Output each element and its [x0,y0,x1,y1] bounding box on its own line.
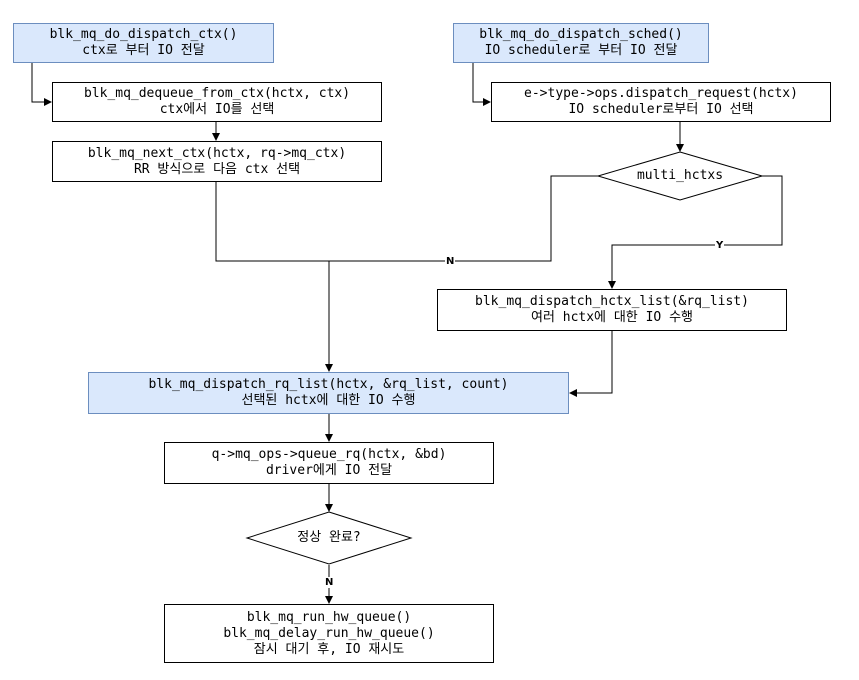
dispatch-hctx-list-func: blk_mq_dispatch_hctx_list(&rq_list) [475,294,749,309]
dispatch-rq-list-box: blk_mq_dispatch_rq_list(hctx, &rq_list, … [88,372,569,414]
dispatch-hctx-list-desc: 여러 hctx에 대한 IO 수행 [531,310,693,325]
dispatch-request-func: e->type->ops.dispatch_request(hctx) [524,86,798,101]
edge-multi-hctxs-yes [608,175,783,289]
next-ctx-desc: RR 방식으로 다음 ctx 선택 [133,161,301,177]
completed-diamond [245,511,413,565]
dispatch-sched-desc: IO scheduler로 부터 IO 전달 [484,43,678,58]
edge-next-ctx-loop [215,175,598,262]
queue-rq-func: q->mq_ops->queue_rq(hctx, &bd) [211,447,447,462]
queue-rq-desc: driver에게 IO 전달 [265,463,393,478]
dequeue-from-ctx-box: blk_mq_dequeue_from_ctx(hctx, ctx) ctx에서… [52,82,382,122]
dispatch-ctx-desc: ctx로 부터 IO 전달 [82,43,205,58]
queue-rq-box: q->mq_ops->queue_rq(hctx, &bd) driver에게 … [164,442,494,484]
dispatch-rq-list-func: blk_mq_dispatch_rq_list(hctx, &rq_list, … [148,377,509,392]
dispatch-request-box: e->type->ops.dispatch_request(hctx) IO s… [491,82,831,122]
dispatch-ctx-func: blk_mq_do_dispatch_ctx() [49,27,238,42]
multi-hctxs-diamond [596,151,764,201]
dispatch-hctx-list-box: blk_mq_dispatch_hctx_list(&rq_list) 여러 h… [437,289,787,331]
dispatch-sched-func: blk_mq_do_dispatch_sched() [479,27,683,42]
dispatch-sched-box: blk_mq_do_dispatch_sched() IO scheduler로… [453,23,709,63]
edge-label-loop-no: N [445,256,456,267]
delay-run-hw-queue-func: blk_mq_delay_run_hw_queue() [223,625,435,641]
completed-label: 정상 완료? [297,530,361,545]
run-hw-queue-box: blk_mq_run_hw_queue() blk_mq_delay_run_h… [164,604,494,663]
next-ctx-box: blk_mq_next_ctx(hctx, rq->mq_ctx) RR 방식으… [52,141,382,182]
multi-hctxs-label: multi_hctxs [636,168,724,183]
dispatch-request-desc: IO scheduler로부터 IO 선택 [568,102,754,117]
dequeue-from-ctx-desc: ctx에서 IO를 선택 [159,102,275,117]
run-hw-queue-desc: 잠시 대기 후, IO 재시도 [253,641,405,657]
next-ctx-func: blk_mq_next_ctx(hctx, rq->mq_ctx) [87,145,347,161]
dispatch-rq-list-desc: 선택된 hctx에 대한 IO 수행 [241,393,416,408]
dequeue-from-ctx-func: blk_mq_dequeue_from_ctx(hctx, ctx) [83,86,351,101]
edge-dispatch-ctx-to-dequeue [31,62,52,106]
dispatch-ctx-box: blk_mq_do_dispatch_ctx() ctx로 부터 IO 전달 [13,23,274,63]
edge-label-completed-no: N [324,577,335,588]
edge-hctx-list-to-rq-list [569,330,613,397]
edge-dispatch-sched-to-dispatch-request [472,62,491,106]
run-hw-queue-func: blk_mq_run_hw_queue() [246,609,412,625]
edge-label-multi-yes: Y [715,240,725,251]
